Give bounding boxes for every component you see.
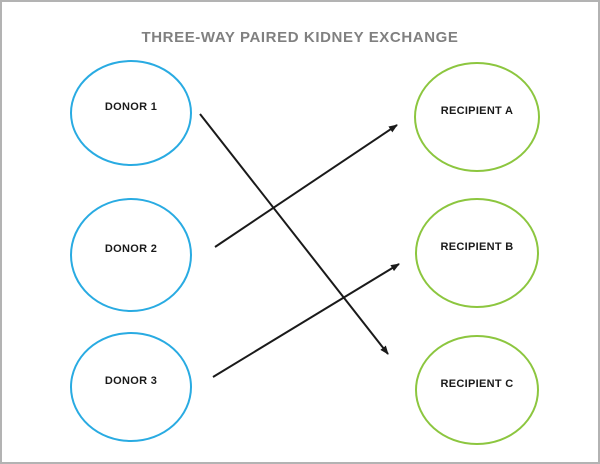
node-recipient-c: RECIPIENT C — [415, 335, 539, 445]
node-donor-3-label: DONOR 3 — [104, 375, 158, 387]
node-donor-3: DONOR 3 — [70, 332, 192, 442]
arrow-donor-1-to-recipient-c — [199, 113, 389, 355]
arrow-donor-3-to-recipient-b — [212, 263, 400, 378]
node-donor-2-label: DONOR 2 — [104, 243, 158, 255]
node-donor-1: DONOR 1 — [70, 60, 192, 166]
node-donor-2: DONOR 2 — [70, 198, 192, 312]
page-title: THREE-WAY PAIRED KIDNEY EXCHANGE — [141, 29, 459, 46]
node-recipient-a-label: RECIPIENT A — [440, 105, 514, 117]
arrow-donor-2-to-recipient-a — [214, 124, 398, 248]
node-recipient-c-label: RECIPIENT C — [440, 378, 514, 390]
node-recipient-b-label: RECIPIENT B — [440, 241, 514, 253]
node-recipient-a: RECIPIENT A — [414, 62, 540, 172]
node-recipient-b: RECIPIENT B — [415, 198, 539, 308]
node-donor-1-label: DONOR 1 — [104, 101, 158, 113]
